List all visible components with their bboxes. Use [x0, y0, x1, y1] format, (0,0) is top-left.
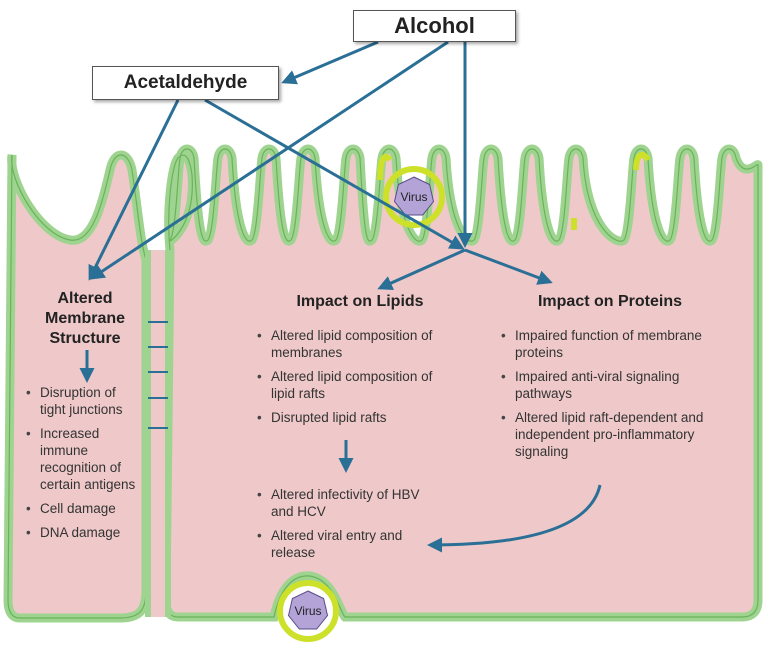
membrane-heading-line: Structure	[49, 330, 121, 347]
list-item: Altered viral entry and release	[255, 527, 445, 561]
virus-top-envelope	[383, 166, 445, 228]
list-item: Altered lipid composition of lipid rafts	[255, 368, 445, 402]
lipid-raft	[633, 151, 651, 171]
membrane-heading: Altered Membrane Structure	[30, 289, 140, 349]
virus-top-capsid	[393, 176, 435, 216]
proteins-heading: Impact on Proteins	[537, 293, 683, 310]
arrow-alcohol-to-acetaldehyde	[281, 40, 379, 85]
list-item: Altered infectivity of HBV and HCV	[255, 486, 445, 520]
arrow-alcohol-to-membrane	[89, 40, 449, 280]
membrane-heading-line: Altered	[57, 290, 113, 307]
list-item: Altered lipid composition of membranes	[255, 327, 445, 361]
lipids-heading: Impact on Lipids	[296, 293, 424, 310]
list-item: Cell damage	[24, 500, 142, 517]
proteins-effects-list: Impaired function of membrane proteins I…	[499, 327, 714, 467]
arrow-acetaldehyde-to-membrane	[88, 99, 180, 281]
list-item: DNA damage	[24, 524, 142, 541]
list-item: Impaired function of membrane proteins	[499, 327, 714, 361]
virus-bottom-envelope	[277, 580, 339, 642]
arrows-layer	[79, 40, 602, 553]
list-item: Disrupted lipid rafts	[255, 409, 445, 426]
membrane-effects-list: Disruption of tight junctions Increased …	[24, 384, 142, 548]
virus-layer	[277, 166, 445, 642]
virus-label-bottom: Virus	[294, 604, 322, 618]
left-cell-edge	[7, 154, 147, 619]
list-item: Disruption of tight junctions	[24, 384, 142, 418]
list-item: Increased immune recognition of certain …	[24, 425, 142, 493]
lipids-outcomes-list: Altered infectivity of HBV and HCV Alter…	[255, 486, 445, 568]
alcohol-box: Alcohol	[353, 10, 516, 42]
lipids-effects-list: Altered lipid composition of membranes A…	[255, 327, 445, 433]
arrow-acetaldehyde-to-impact	[204, 98, 465, 250]
membrane-heading-line: Membrane	[44, 310, 126, 327]
acetaldehyde-label: Acetaldehyde	[123, 72, 248, 93]
arrow-to-lipids	[377, 248, 466, 290]
lipid-raft	[377, 153, 393, 181]
alcohol-label: Alcohol	[394, 13, 475, 38]
virus-label-top: Virus	[400, 190, 428, 204]
arrow-proteins-to-viral-entry	[427, 484, 602, 553]
right-cell-edge	[165, 148, 759, 618]
virus-bottom-capsid	[287, 590, 329, 630]
acetaldehyde-box: Acetaldehyde	[92, 66, 279, 100]
list-item: Altered lipid raft-dependent and indepen…	[499, 409, 714, 460]
list-item: Impaired anti-viral signaling pathways	[499, 368, 714, 402]
arrow-to-proteins	[464, 248, 553, 285]
